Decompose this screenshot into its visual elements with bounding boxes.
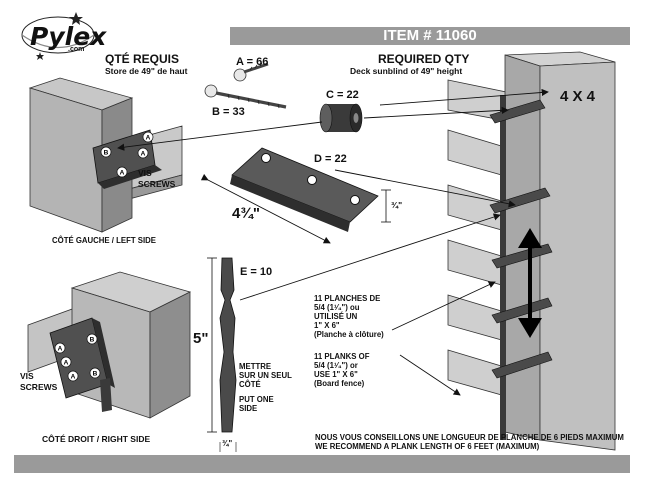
planks-en-line: 11 PLANKS OF xyxy=(314,352,370,361)
marker-a: A xyxy=(64,360,69,367)
left-screws-en: SCREWS xyxy=(138,179,176,189)
required-subtitle: Deck sunblind of 49" height xyxy=(350,66,463,76)
screw-b xyxy=(204,84,287,109)
left-side-caption: CÔTÉ GAUCHE / LEFT SIDE xyxy=(52,236,156,245)
pylex-logo xyxy=(21,12,95,60)
part-c-qty: C = 22 xyxy=(326,89,359,101)
e-note-en-line: PUT ONE xyxy=(239,395,274,404)
part-e-qty: E = 10 xyxy=(240,266,273,278)
d-length-dim: 4¾" xyxy=(232,205,260,222)
bracket-d xyxy=(200,147,391,244)
header-bar xyxy=(230,27,630,45)
marker-b: B xyxy=(93,371,98,378)
part-a-qty: A = 66 xyxy=(236,56,269,68)
clip-e xyxy=(207,257,237,452)
e-length-dim: 5" xyxy=(193,330,209,347)
planks-fr-line: 5/4 (1¹⁄₄") ou xyxy=(314,303,360,312)
marker-a: A xyxy=(71,374,76,381)
brand-name: Pylex xyxy=(30,22,107,51)
marker-a: A xyxy=(146,135,151,142)
e-note-fr-line: METTRE xyxy=(239,362,272,371)
qte-title: QTÉ REQUIS xyxy=(105,52,180,66)
right-screws-en: SCREWS xyxy=(20,382,58,392)
right-screws-fr: VIS xyxy=(20,371,34,381)
marker-a: A xyxy=(120,170,125,177)
planks-en-line: (Board fence) xyxy=(314,379,365,388)
qte-subtitle: Store de 49" de haut xyxy=(105,66,188,76)
planks-note-en: 11 PLANKS OF 5/4 (1¹⁄₄") or USE 1" X 6" … xyxy=(314,352,369,388)
e-note-fr: METTRE SUR UN SEUL CÔTÉ xyxy=(239,362,292,389)
planks-note-fr: 11 PLANCHES DE 5/4 (1¹⁄₄") ou UTILISÉ UN… xyxy=(314,294,384,339)
right-side-detail: B A A A B xyxy=(27,271,192,419)
planks-en-line: USE 1" X 6" xyxy=(314,370,358,379)
post-label: 4 X 4 xyxy=(560,88,596,105)
marker-b: B xyxy=(104,150,109,157)
pointer-lines xyxy=(117,88,549,396)
planks-fr-line: 1" X 6" xyxy=(314,321,340,330)
planks-fr-line: 11 PLANCHES DE xyxy=(314,294,381,303)
e-note-en: PUT ONE SIDE xyxy=(239,395,274,413)
spacer-c xyxy=(319,103,363,133)
part-b-qty: B = 33 xyxy=(212,106,245,118)
d-width-dim: ¾" xyxy=(391,200,403,210)
marker-a: A xyxy=(141,151,146,158)
right-side-caption: CÔTÉ DROIT / RIGHT SIDE xyxy=(42,434,151,444)
e-width-dim: ¾" xyxy=(222,439,233,448)
footer-bar xyxy=(14,455,630,473)
item-title: ITEM # 11060 xyxy=(383,27,477,44)
recommendation-fr: NOUS VOUS CONSEILLONS UNE LONGUEUR DE PL… xyxy=(315,433,624,442)
left-side-detail: B A A A xyxy=(28,77,183,233)
brand-suffix: .com xyxy=(68,46,85,53)
marker-a: A xyxy=(58,346,63,353)
recommendation-en: WE RECOMMEND A PLANK LENGTH OF 6 FEET (M… xyxy=(315,442,540,451)
screw-a xyxy=(233,62,269,82)
e-note-fr-line: CÔTÉ xyxy=(239,380,261,389)
part-d-qty: D = 22 xyxy=(314,153,347,165)
marker-b: B xyxy=(90,337,95,344)
left-screws-fr: VIS xyxy=(138,168,152,178)
e-note-en-line: SIDE xyxy=(239,404,258,413)
planks-fr-line: UTILISÉ UN xyxy=(314,312,358,321)
planks-en-line: 5/4 (1¹⁄₄") or xyxy=(314,361,358,370)
e-note-fr-line: SUR UN SEUL xyxy=(239,371,292,380)
required-title: REQUIRED QTY xyxy=(378,52,470,66)
planks-fr-line: (Planche à clôture) xyxy=(314,330,384,339)
